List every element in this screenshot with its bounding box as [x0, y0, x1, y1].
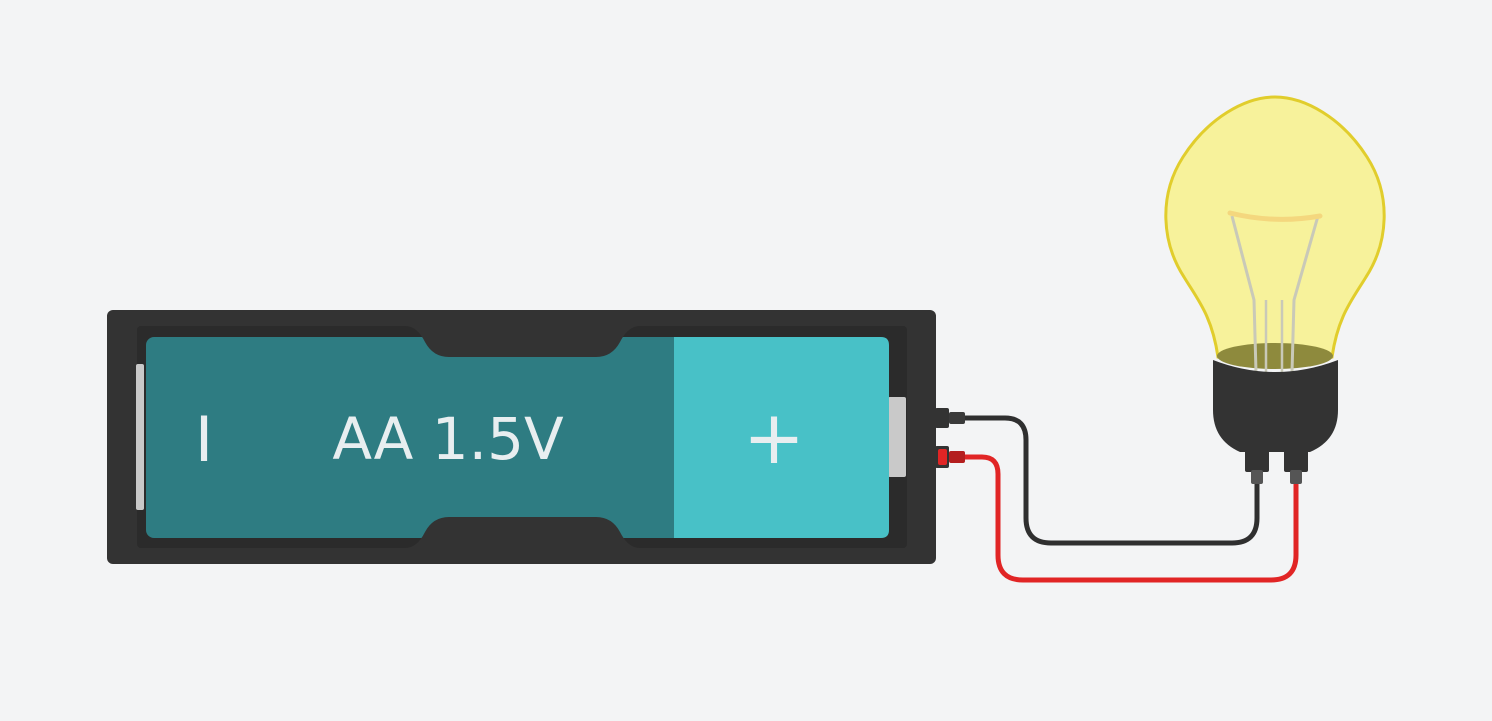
positive-contact	[888, 397, 906, 477]
bulb-glass	[1164, 95, 1386, 359]
holder-connector	[935, 408, 965, 468]
bulb-neck	[1217, 343, 1333, 369]
battery-label: AA 1.5V	[332, 405, 564, 473]
battery-negative-symbol: I	[195, 403, 213, 476]
battery-positive-symbol: +	[743, 395, 805, 481]
holder-clip-top	[405, 326, 640, 357]
negative-contact	[136, 364, 144, 510]
battery-positive-cap	[674, 337, 889, 538]
bulb-base	[1213, 360, 1338, 452]
aa-battery-icon[interactable]: I AA 1.5V +	[146, 326, 889, 548]
wires	[962, 415, 1299, 583]
negative-wire[interactable]	[962, 415, 1260, 546]
light-bulb-icon[interactable]	[1164, 95, 1386, 484]
battery-body	[146, 337, 746, 538]
bulb-filament	[1227, 210, 1323, 373]
positive-wire[interactable]	[962, 454, 1299, 583]
holder-clip-bottom	[405, 517, 640, 548]
bulb-terminals	[1245, 450, 1308, 484]
